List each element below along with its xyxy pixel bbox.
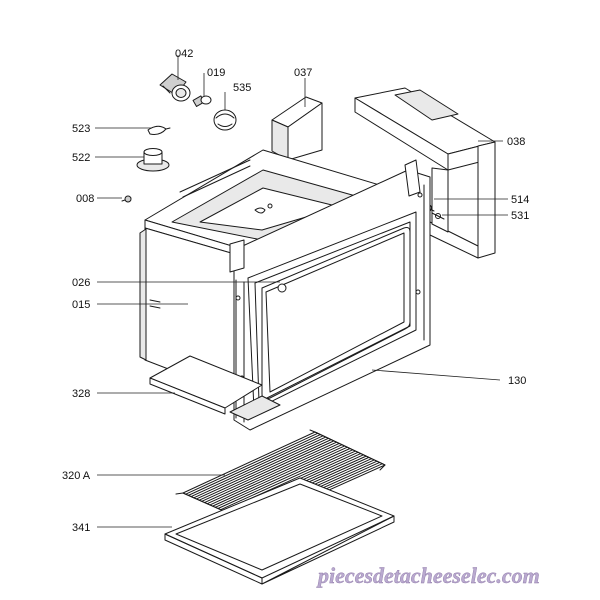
callout-328: 328 — [72, 388, 90, 400]
part-019-lamp-bulb — [192, 95, 212, 107]
shelf-wire — [206, 442, 340, 505]
callout-531: 531 — [511, 210, 529, 222]
leader-lines — [95, 55, 508, 528]
callout-038: 038 — [507, 136, 525, 148]
shelf-wire — [187, 434, 321, 496]
part-008-screw — [121, 195, 132, 203]
shelf-wire — [201, 440, 335, 502]
shelf-wire — [217, 448, 351, 509]
callout-008: 008 — [76, 193, 94, 205]
part-042-lamp-holder — [159, 73, 191, 102]
shelf-wire — [185, 432, 319, 495]
callout-535: 535 — [233, 82, 251, 94]
callout-037: 037 — [294, 67, 312, 79]
shelf-wire — [198, 439, 332, 501]
shelf-wire — [204, 441, 338, 504]
part-535-lamp-cover — [213, 109, 237, 131]
shelf-wire — [190, 435, 324, 498]
callout-019: 019 — [207, 67, 225, 79]
shelf-wire — [212, 445, 346, 507]
callout-523: 523 — [72, 123, 90, 135]
shelf-wire — [195, 437, 329, 500]
callout-320a: 320 A — [62, 470, 91, 482]
part-341-tray — [164, 477, 395, 585]
part-037-rear-pad — [271, 96, 323, 161]
part-523-clip — [147, 125, 171, 135]
part-328-bottom-panel — [149, 355, 281, 421]
part-015-oven-cavity — [139, 149, 431, 431]
watermark-logo: piecesdetacheeselec.com — [316, 563, 540, 588]
shelf-wire — [220, 449, 354, 511]
shelf-wire — [193, 436, 327, 499]
part-522-fixture — [136, 148, 170, 172]
shelf-wire — [209, 444, 343, 506]
callout-015: 015 — [72, 299, 90, 311]
callout-522: 522 — [72, 152, 90, 164]
callout-026: 026 — [72, 277, 90, 289]
callout-341: 341 — [72, 522, 90, 534]
callout-514: 514 — [511, 194, 529, 206]
callout-labels: 042 019 535 037 523 522 038 008 514 531 … — [62, 48, 529, 534]
callout-042: 042 — [175, 48, 193, 60]
callout-130: 130 — [508, 375, 526, 387]
shelf-wire — [214, 446, 348, 508]
